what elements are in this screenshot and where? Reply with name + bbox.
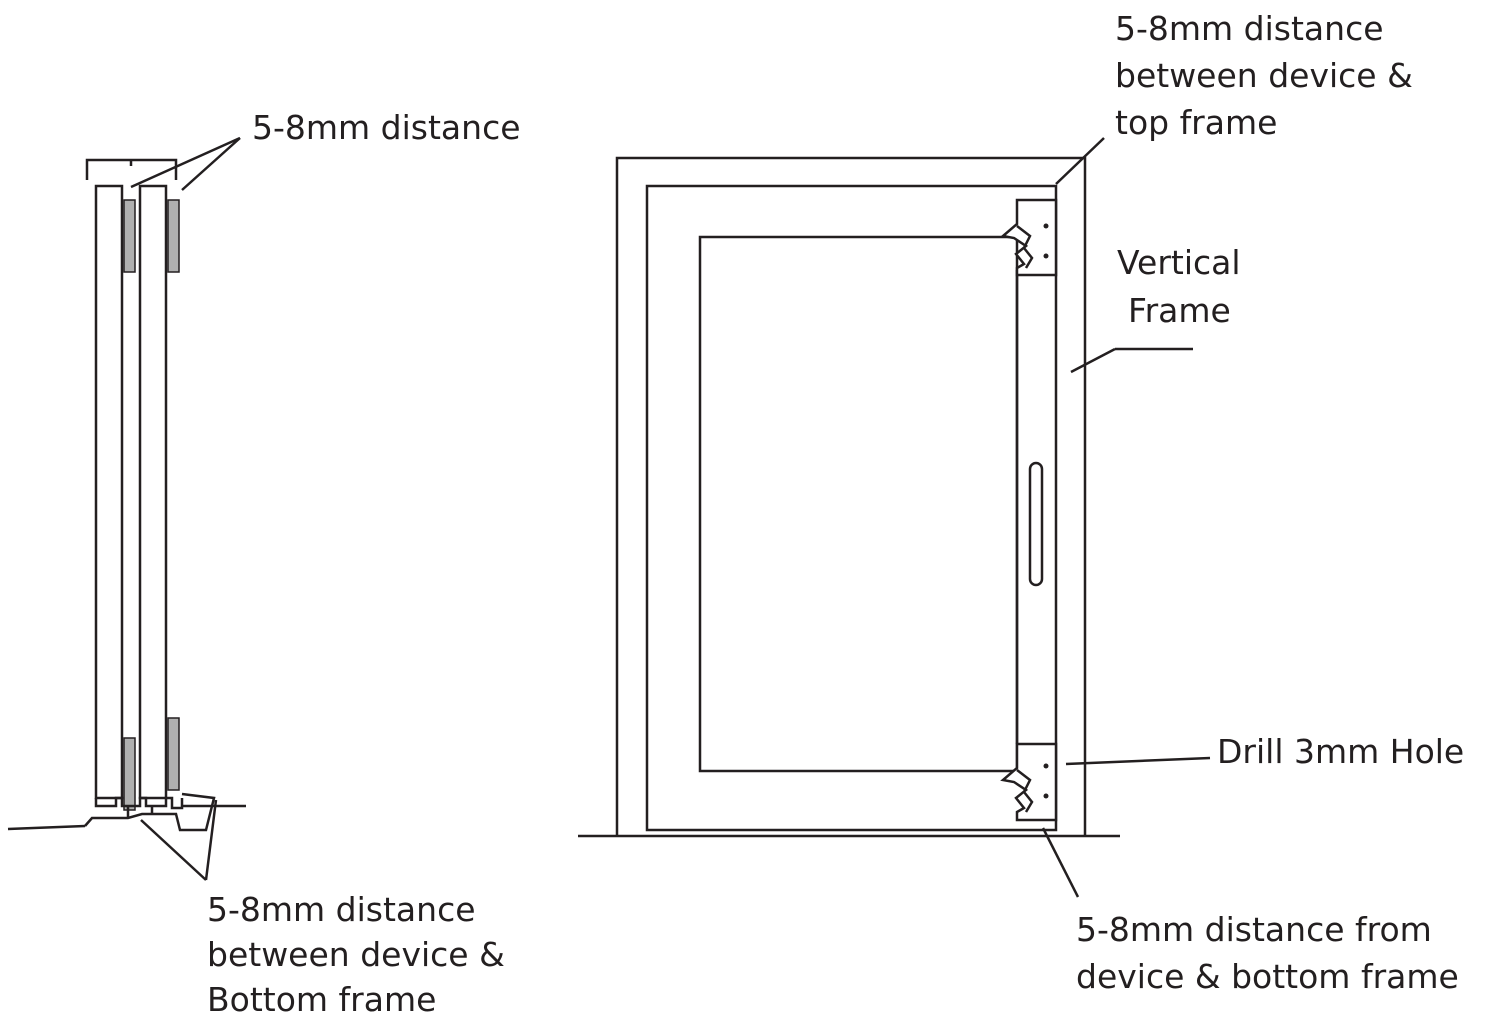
front-top-label-line-2: between device &	[1115, 56, 1413, 95]
top-device-screw-hole-2	[1043, 253, 1049, 259]
bottom-device-screw-hole-2	[1043, 793, 1049, 799]
outer-frame	[615, 156, 1087, 836]
top-device-screw-hole-1	[1043, 223, 1049, 229]
handle-slot	[1028, 461, 1044, 587]
front-top-label-line-3: top frame	[1115, 103, 1277, 142]
bottom-device	[1000, 742, 1058, 822]
glass-pane	[698, 235, 1019, 773]
vertical-frame-leader-diag	[1070, 347, 1116, 374]
front-view	[578, 137, 1211, 898]
front-bottom-label-line-2: device & bottom frame	[1076, 957, 1459, 996]
seal-strip-lower-2	[167, 717, 180, 791]
side-top-leader-2	[181, 137, 241, 191]
drill-hole-leader	[1065, 756, 1211, 766]
glass-panel-2	[138, 184, 168, 800]
front-top-label-line-1: 5-8mm distance	[1115, 9, 1384, 48]
drill-hole-label: Drill 3mm Hole	[1217, 732, 1464, 771]
side-bottom-label-line-1: 5-8mm distance	[207, 890, 476, 929]
side-top-label: 5-8mm distance	[252, 108, 521, 147]
side-bottom-label-line-2: between device &	[207, 935, 505, 974]
side-view	[7, 136, 246, 881]
top-device	[1000, 198, 1058, 277]
bottom-track-base	[84, 792, 216, 832]
front-bottom-leader	[1041, 827, 1080, 898]
side-bottom-leader-1	[140, 819, 207, 881]
front-top-leader	[1055, 137, 1105, 185]
side-floor-line	[7, 824, 86, 831]
side-bottom-label-line-3: Bottom frame	[207, 980, 436, 1019]
sash-frame	[645, 184, 1058, 832]
side-bottom-leader-2	[204, 799, 218, 881]
front-bottom-label-line-1: 5-8mm distance from	[1076, 910, 1432, 949]
seal-strip-lower-1	[123, 737, 136, 811]
seal-strip-upper-1	[123, 199, 136, 273]
seal-strip-upper-2	[167, 199, 180, 273]
bottom-device-screw-hole-1	[1043, 763, 1049, 769]
vertical-frame-label-line-1: Vertical	[1117, 243, 1241, 282]
bottom-track-profile	[94, 796, 184, 810]
glass-panel-1	[94, 184, 124, 800]
vertical-frame-label-line-2: Frame	[1128, 291, 1231, 330]
side-top-leader-1	[130, 136, 241, 189]
